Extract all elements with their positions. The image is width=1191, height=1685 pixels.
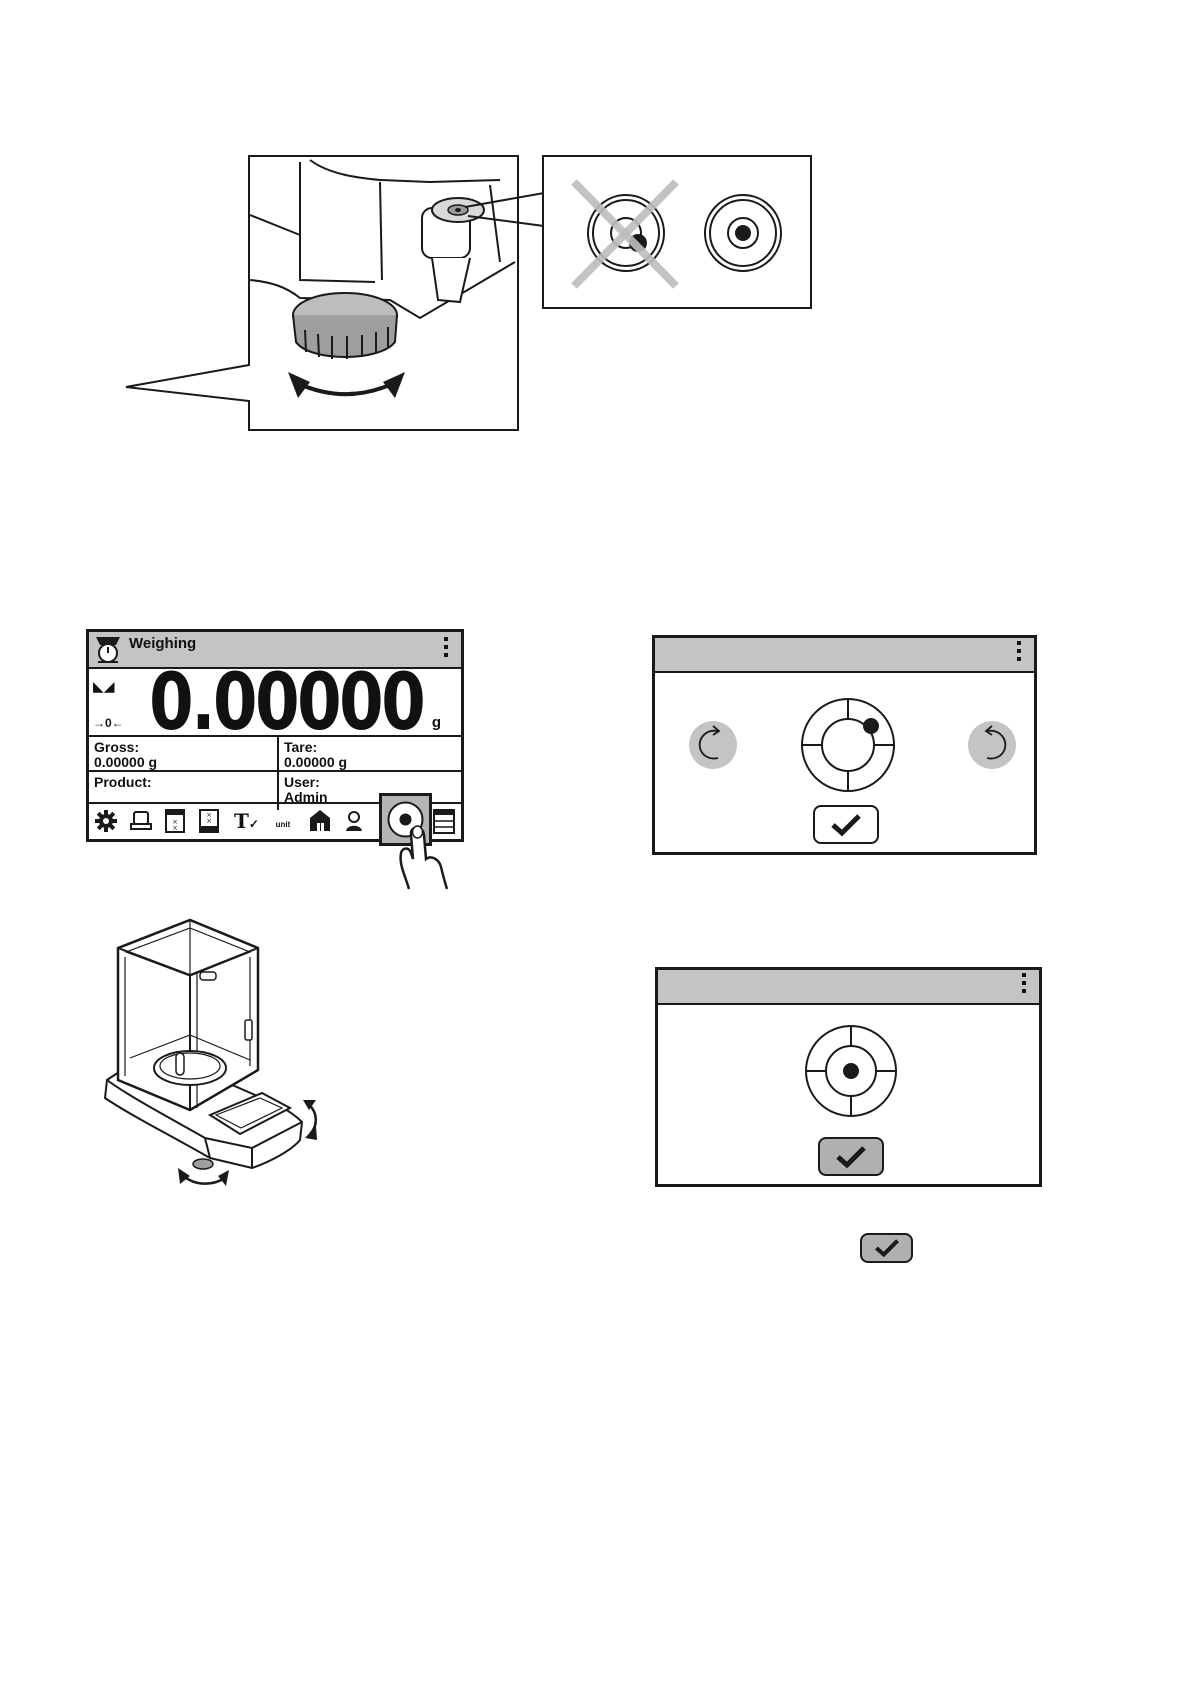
gross-cell: Gross: 0.00000 g [89,737,277,772]
gross-label: Gross: [94,740,272,755]
confirm-button[interactable] [813,805,879,844]
weighing-scale-icon [94,635,122,664]
user-label: User: [284,775,456,790]
dialog-title-bar [658,970,1039,1005]
checkmark-icon [830,813,862,837]
checkmark-icon [835,1145,867,1169]
product-label: Product: [94,775,272,790]
gear-icon[interactable] [95,810,117,832]
tare-label: Tare: [284,740,456,755]
stable-indicator: ◣◢ [93,678,115,695]
weight-readout: 0.00000 [149,664,423,742]
home-icon[interactable] [309,809,331,832]
database-icon[interactable]: × × [165,809,185,833]
units-icon-label: unit [276,820,291,829]
checkmark-icon [874,1238,900,1258]
gross-value: 0.00000 g [94,755,272,770]
scale-icon[interactable] [129,810,153,832]
counting-icon[interactable]: × × [199,809,219,833]
confirm-button[interactable] [818,1137,884,1176]
menu-kebab-icon[interactable] [443,637,449,661]
screen-title: Weighing [129,635,196,652]
user-icon[interactable] [345,810,363,832]
leveling-foot-illustration [120,150,820,435]
menu-kebab-icon[interactable] [1021,973,1027,997]
svg-text:×: × [172,824,178,832]
target-bubble-offset [799,696,897,794]
text-icon-label: T [234,809,249,833]
menu-kebab-icon[interactable] [1016,641,1022,665]
confirm-button-inline[interactable] [860,1233,913,1263]
tare-cell: Tare: 0.00000 g [277,737,461,772]
weight-unit: g [432,714,441,731]
level-dialog-unlevel [652,635,1037,855]
level-dialog-level [655,967,1042,1187]
finger-pointer-icon [395,815,455,890]
text-check-icon[interactable]: T✓ [234,810,258,832]
tare-value: 0.00000 g [284,755,456,770]
rotate-left-icon [688,720,738,770]
target-bubble-centered [803,1023,899,1119]
analytical-balance-illustration [100,915,330,1191]
dialog-title-bar [655,638,1034,673]
rotate-right-icon [967,720,1017,770]
zero-indicator: →0← [93,716,124,730]
info-row-gross-tare: Gross: 0.00000 g Tare: 0.00000 g [89,735,461,772]
svg-text:×: × [206,817,212,825]
units-icon[interactable]: unit [271,810,295,832]
